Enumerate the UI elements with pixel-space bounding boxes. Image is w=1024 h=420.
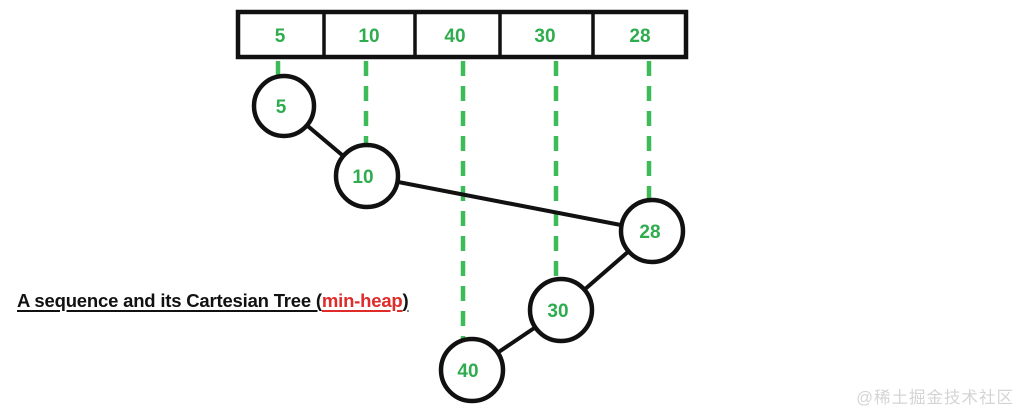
edge-10-28 [365, 174, 654, 233]
caption-close-paren: ) [402, 290, 409, 311]
array-cell-dividers [322, 12, 595, 57]
tree-node-label: 10 [352, 167, 373, 188]
tree-edges [282, 104, 654, 372]
caption-highlight-min-heap: min-heap [321, 290, 403, 311]
array-outline [235, 9, 689, 60]
tree-node-28: 28 [618, 197, 686, 265]
tree-node-label: 40 [457, 361, 478, 382]
index-dashed-lines [275, 61, 652, 370]
tree-node-30: 30 [527, 276, 595, 344]
tree-node-label: 30 [547, 301, 568, 322]
tree-node-label: 5 [276, 97, 287, 118]
caption: A sequence and its Cartesian Tree (min-h… [17, 290, 409, 312]
sequence-array: 5 10 40 30 28 [235, 9, 689, 60]
array-cell-value-1: 10 [358, 26, 379, 47]
array-cell-value-3: 30 [534, 26, 555, 47]
tree-node-5: 5 [251, 73, 317, 139]
array-cell-value-2: 40 [444, 26, 465, 47]
array-cell-value-0: 5 [275, 26, 286, 47]
tree-node-label: 28 [639, 222, 660, 243]
tree-node-10: 10 [333, 142, 401, 210]
tree-node-40: 40 [438, 336, 506, 404]
watermark: @稀土掘金技术社区 [856, 389, 1014, 407]
caption-text: A sequence and its Cartesian Tree ( [17, 290, 322, 311]
tree-nodes: 5 10 28 30 40 [251, 73, 686, 404]
array-cell-value-4: 28 [629, 26, 650, 47]
